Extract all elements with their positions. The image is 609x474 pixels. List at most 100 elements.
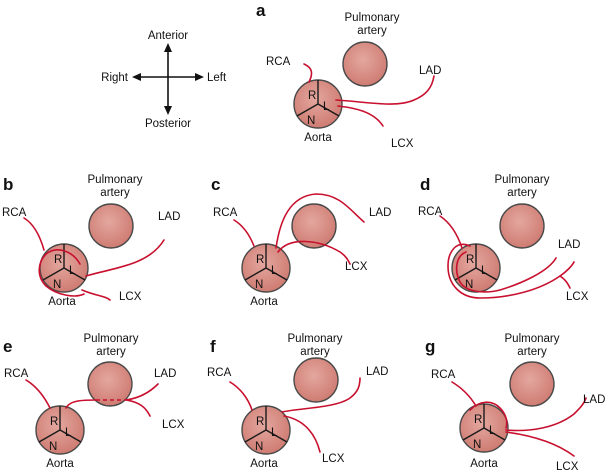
pulmonary-artery	[499, 203, 545, 249]
cusp-n: N	[307, 115, 315, 127]
aortic-cusps	[42, 244, 86, 281]
pulmonary-label-line2: artery	[357, 25, 387, 37]
aortic-cusps	[462, 404, 506, 441]
pulmonary-label-line1: Pulmonary	[288, 333, 343, 345]
lad-label: LAD	[366, 366, 388, 378]
cusp-r: R	[466, 254, 474, 266]
panel-letter: f	[210, 337, 216, 356]
lad-label: LAD	[419, 65, 441, 77]
rca-label: RCA	[213, 207, 238, 219]
panel-d: d Pulmonary artery R L N RCA LAD LCX	[418, 174, 589, 303]
aorta-label: Aorta	[48, 296, 76, 308]
arrow-left-icon	[132, 73, 141, 81]
panel-letter: a	[256, 1, 266, 20]
cusp-l: L	[489, 425, 496, 437]
cusp-l: L	[481, 265, 488, 277]
pulmonary-artery	[509, 361, 555, 407]
lad-vessel	[335, 75, 435, 105]
cusp-r: R	[308, 90, 316, 102]
panel-f: f Pulmonary artery R L N Aorta RCA LAD L…	[207, 333, 388, 470]
panel-c: c R L N Aorta RCA LAD LCX	[211, 175, 391, 308]
pulmonary-artery	[291, 203, 337, 249]
rca-vessel	[233, 219, 255, 247]
cusp-n: N	[255, 441, 263, 453]
lcx-label: LCX	[556, 461, 579, 473]
pulmonary-artery	[87, 361, 133, 407]
arrow-right-icon	[195, 73, 204, 81]
cusp-n: N	[465, 279, 473, 291]
pulmonary-label-line2: artery	[96, 346, 126, 358]
rca-vessel	[23, 217, 45, 251]
aortic-cusps	[244, 244, 288, 281]
anterior-label: Anterior	[148, 30, 188, 42]
lcx-vessel	[337, 105, 384, 127]
panel-letter: e	[3, 337, 12, 356]
pulmonary-artery	[88, 203, 134, 249]
right-label: Right	[101, 72, 129, 84]
pulmonary-label-line2: artery	[507, 187, 537, 199]
left-label: Left	[207, 72, 227, 84]
rca-label: RCA	[2, 207, 27, 219]
aorta-label: Aorta	[46, 458, 74, 470]
cusp-r: R	[54, 254, 62, 266]
arrow-down-icon	[164, 106, 172, 115]
rca-label: RCA	[431, 369, 456, 381]
aortic-cusps	[296, 80, 340, 117]
aorta-label: Aorta	[304, 132, 332, 144]
panel-letter: d	[420, 175, 430, 194]
pulmonary-label-line1: Pulmonary	[495, 174, 550, 186]
panel-e: e Pulmonary artery R L N Aorta RCA LAD L…	[3, 333, 185, 470]
pulmonary-label-line2: artery	[300, 346, 330, 358]
aorta-label: Aorta	[250, 296, 278, 308]
orientation-compass: Anterior Posterior Right Left	[101, 30, 227, 130]
lad-vessel	[281, 377, 361, 413]
pulmonary-artery	[342, 41, 388, 87]
lad-vessel	[455, 251, 557, 293]
panel-a: a Pulmonary artery R L N Aorta RCA LAD L…	[256, 1, 441, 150]
rca-label: RCA	[266, 56, 291, 68]
cusp-n: N	[255, 279, 263, 291]
cusp-l: L	[65, 427, 72, 439]
arrow-up-icon	[164, 43, 172, 52]
lad-vessel	[275, 193, 365, 249]
cusp-l: L	[69, 265, 76, 277]
panel-b: b Pulmonary artery R L N Aorta RCA LAD L…	[2, 174, 180, 308]
pulmonary-label-line1: Pulmonary	[88, 174, 143, 186]
rca-label: RCA	[418, 206, 443, 218]
lad-vessel	[125, 383, 159, 401]
lcx-vessel	[283, 415, 321, 453]
posterior-label: Posterior	[145, 118, 191, 130]
lad-label: LAD	[158, 211, 180, 223]
pulmonary-label-line1: Pulmonary	[345, 12, 400, 24]
pulmonary-label-line2: artery	[100, 187, 130, 199]
cusp-r: R	[256, 416, 264, 428]
pulmonary-label-line1: Pulmonary	[505, 333, 560, 345]
lad-vessel	[85, 239, 165, 277]
aortic-cusps	[38, 406, 82, 443]
cusp-r: R	[474, 414, 482, 426]
cusp-n: N	[53, 279, 61, 291]
cusp-l: L	[323, 101, 330, 113]
pulmonary-label-line1: Pulmonary	[84, 333, 139, 345]
aortic-cusps	[244, 406, 288, 443]
lad-label: LAD	[369, 207, 391, 219]
pulmonary-label-line2: artery	[517, 346, 547, 358]
loop-vessel-outer	[447, 243, 575, 299]
pulmonary-artery	[293, 357, 339, 403]
lad-label: LAD	[154, 368, 176, 380]
panel-letter: b	[3, 175, 13, 194]
common-trunk	[469, 401, 508, 429]
lad-label: LAD	[558, 239, 580, 251]
rca-vessel	[25, 379, 51, 409]
rca-vessel	[439, 215, 463, 249]
cusp-l: L	[271, 265, 278, 277]
cusp-l: L	[271, 427, 278, 439]
lcx-vessel	[277, 240, 351, 265]
loop-vessel	[38, 249, 85, 297]
rca-vessel	[451, 381, 477, 407]
lcx-label: LCX	[162, 419, 185, 431]
lad-label: LAD	[583, 394, 605, 406]
lcx-label: LCX	[391, 138, 414, 150]
